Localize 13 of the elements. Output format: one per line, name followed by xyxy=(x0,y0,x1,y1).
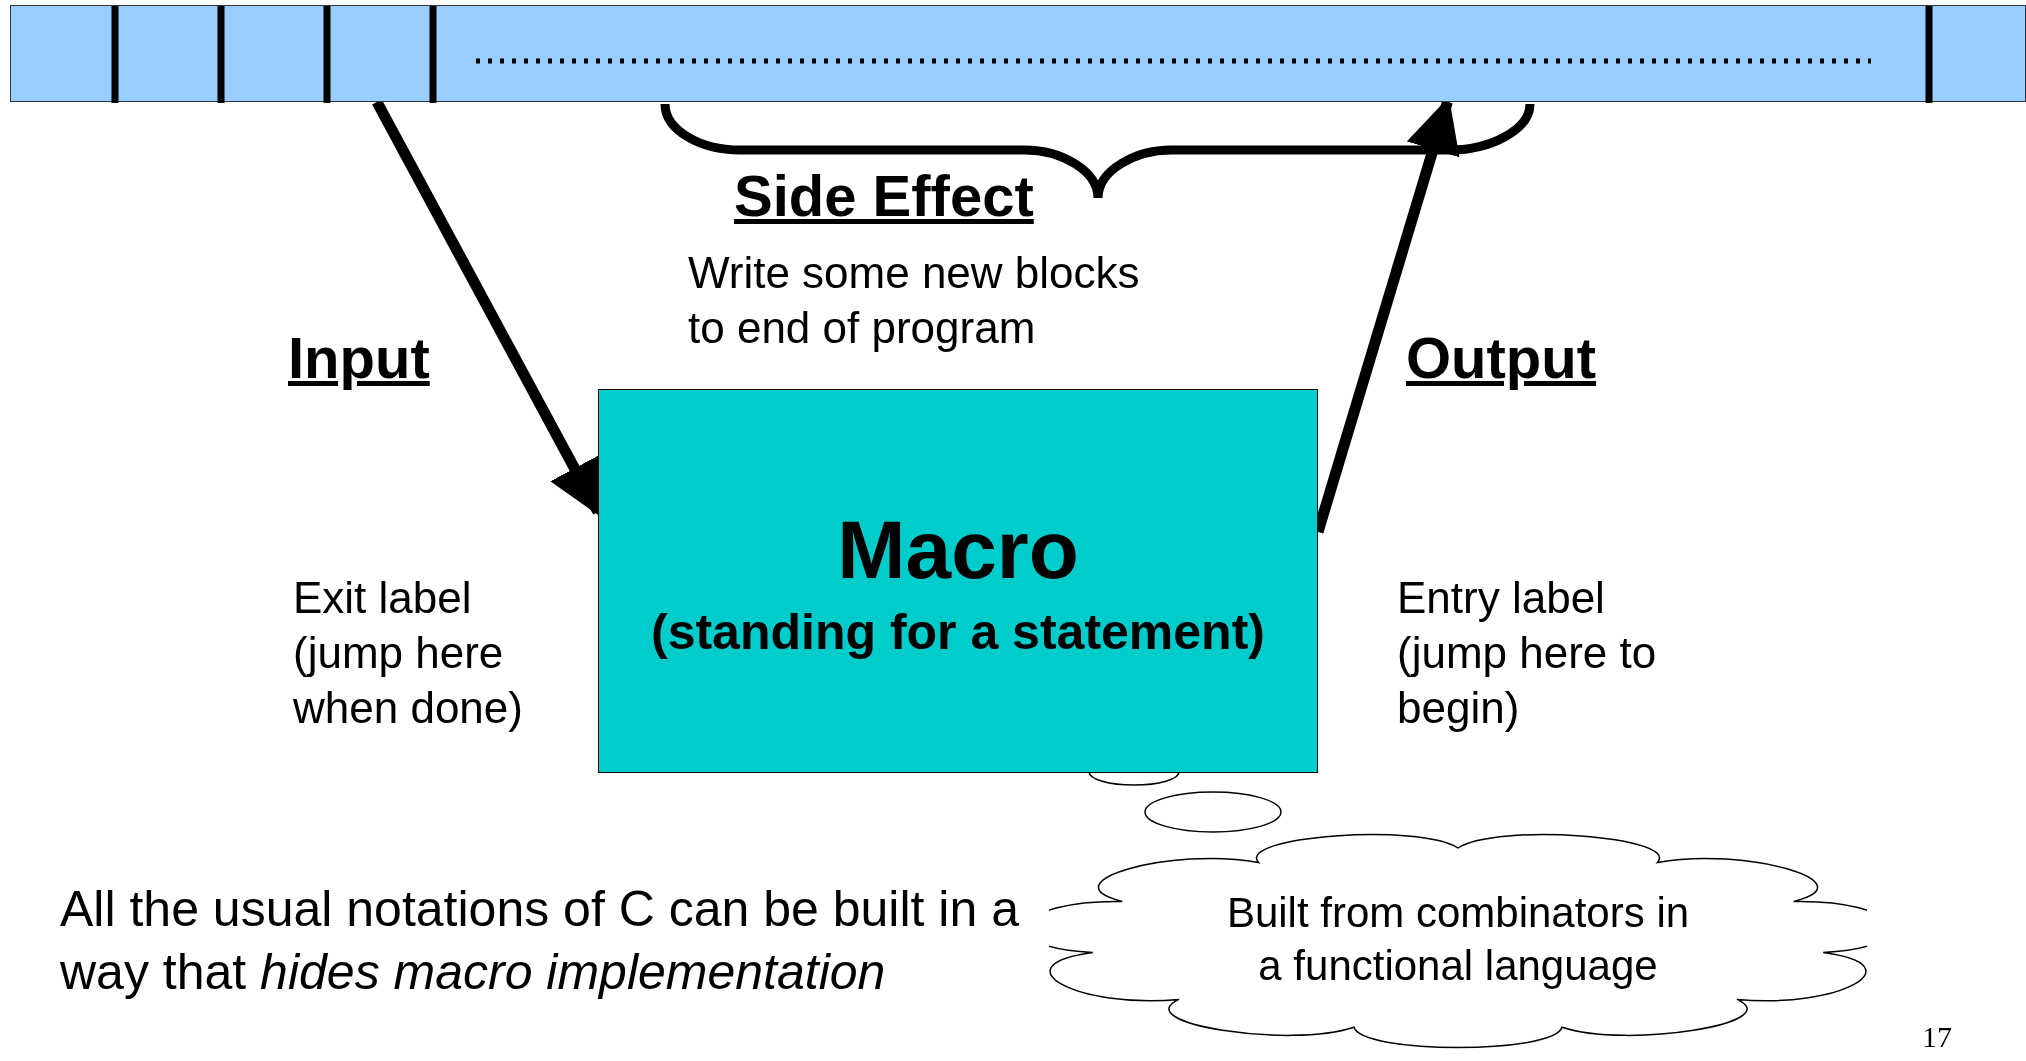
note-text: Entry label (jump here to begin) xyxy=(1397,572,1658,734)
note-text: Exit label (jump here when done) xyxy=(293,572,524,734)
heading: Output xyxy=(1406,324,1597,392)
heading: Input xyxy=(288,324,430,392)
memory-strip xyxy=(10,5,2026,102)
cloud-text: Built from combinators in a functional language xyxy=(1225,888,1691,991)
page-number: 17 xyxy=(1922,1019,1952,1055)
macro-subtitle: (standing for a statement) xyxy=(651,603,1265,662)
macro-box xyxy=(598,389,1318,773)
macro-title: Macro xyxy=(837,502,1079,597)
note-text: Write some new blocks to end of program xyxy=(688,247,1141,354)
heading: Side Effect xyxy=(734,162,1034,230)
body-text: All the usual notations of C can be built in a way that hides macro implementation xyxy=(60,880,1020,1002)
